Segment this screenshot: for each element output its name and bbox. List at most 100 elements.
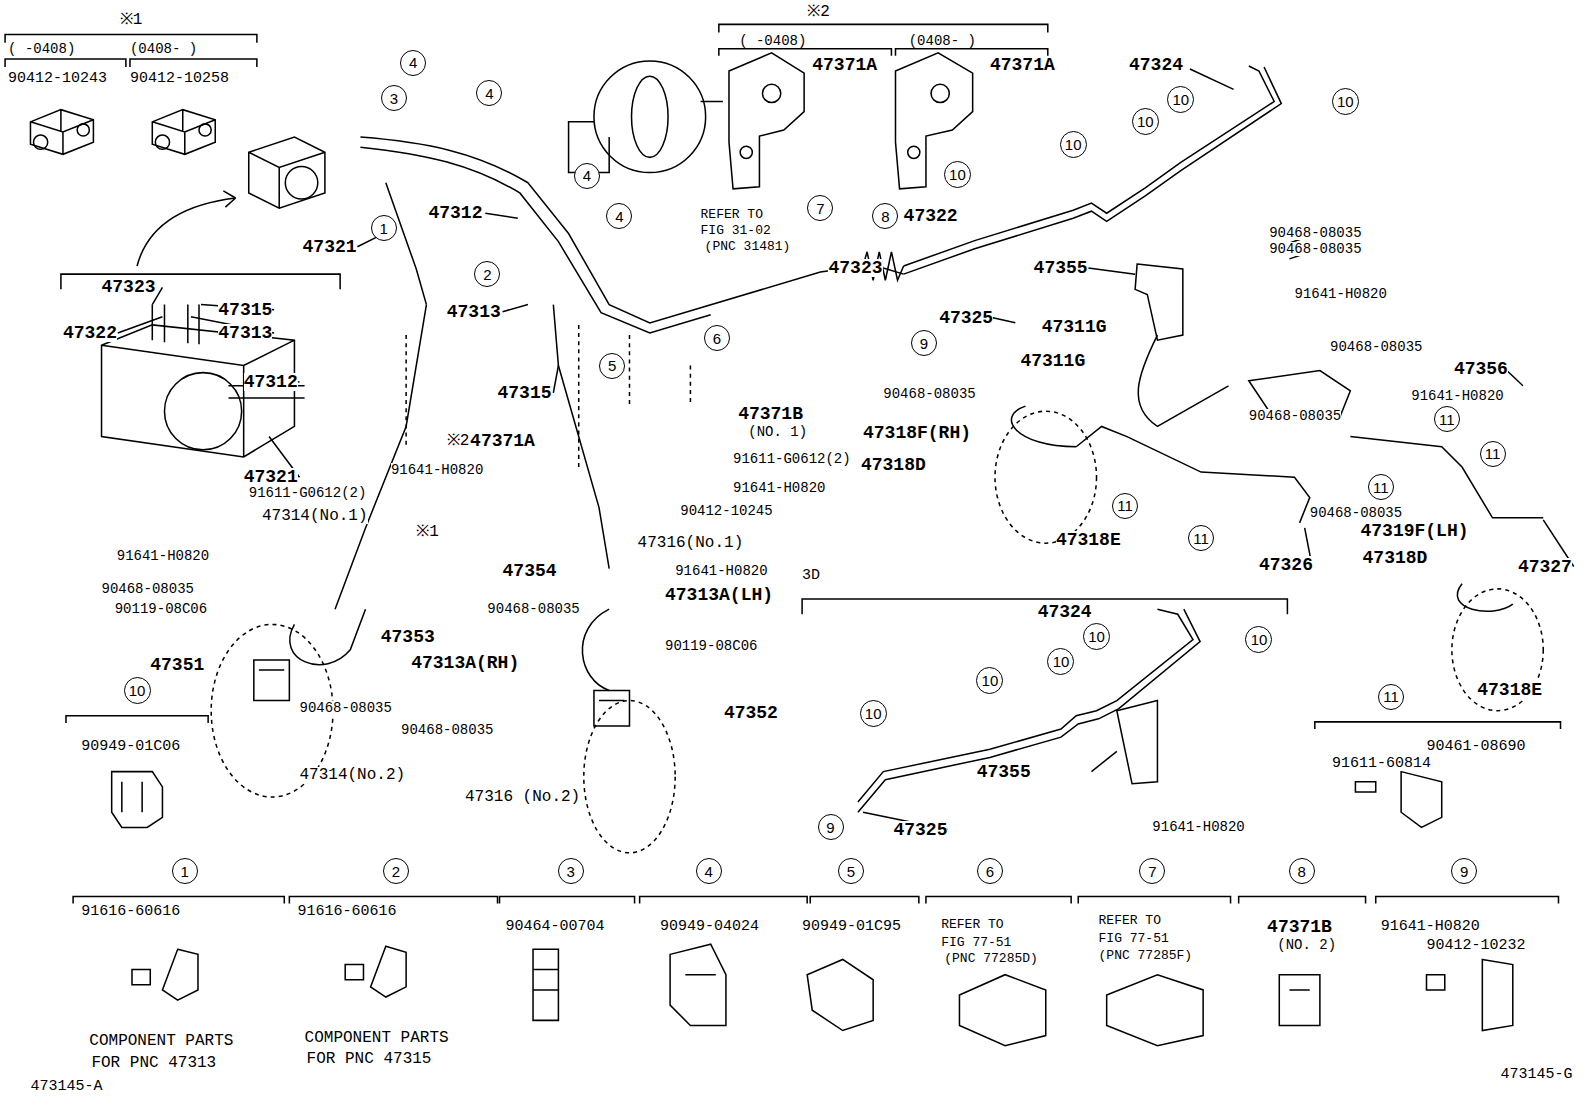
wheel-outline [584, 701, 675, 853]
part-label: ※2 [807, 4, 830, 20]
callout-number: 10 [1172, 92, 1189, 107]
callout-number: 10 [865, 706, 882, 721]
part-label: 47371A [470, 432, 535, 450]
brake-tube [904, 67, 1282, 274]
wheel-outline [211, 325, 1543, 853]
part-label: 47318D [1363, 549, 1428, 567]
callout-circle: 3 [558, 858, 584, 884]
part-label: 90468-08035 [1310, 506, 1402, 520]
actuator-drawing [223, 191, 235, 207]
part-label: COMPONENT PARTS [305, 1030, 449, 1046]
actuator-drawing [102, 325, 295, 457]
part-label: 47327 [1518, 558, 1572, 576]
callout-number: 10 [1137, 114, 1154, 129]
callout-number: 2 [392, 864, 400, 879]
part-label: 91641-H0820 [117, 549, 209, 563]
valve-drawing [199, 124, 211, 136]
part-label: 47318E [1477, 681, 1542, 699]
clip-icon [112, 772, 1513, 1046]
callout-circle: 9 [911, 330, 937, 356]
callout-number: 3 [390, 91, 398, 106]
callout-number: 9 [1460, 864, 1468, 879]
part-label: (NO. 1) [748, 425, 807, 439]
leader-line [485, 213, 517, 218]
bracket-line [5, 24, 1560, 903]
leader-line [118, 69, 1574, 829]
part-label: 90468-08035 [1249, 409, 1341, 423]
part-label: 90412-10232 [1427, 938, 1526, 953]
part-label: 47313A(RH) [411, 654, 519, 672]
callout-number: 4 [615, 209, 623, 224]
part-label: 90412-10243 [8, 71, 107, 86]
bracket-drawing [895, 53, 972, 189]
part-label: REFER TO [941, 918, 1003, 931]
part-label: 90468-08035 [1330, 340, 1422, 354]
part-label: 90468-08035 [487, 602, 579, 616]
part-label: 91641-H0820 [1411, 389, 1503, 403]
callout-number: 2 [483, 267, 491, 282]
callout-circle: 7 [807, 195, 833, 221]
booster-drawing [632, 76, 669, 157]
part-label: 90468-08035 [1269, 226, 1361, 240]
callout-circle: 10 [1060, 131, 1087, 158]
part-label: REFER TO [1099, 914, 1161, 927]
caliper-drawing [1135, 264, 1183, 340]
callout-number: 5 [847, 864, 855, 879]
callout-circle: 11 [1188, 525, 1214, 551]
callout-circle: 10 [1083, 623, 1110, 650]
callout-circle: 10 [1132, 108, 1159, 135]
part-label: 91616-60616 [297, 904, 396, 919]
rear-tube [858, 609, 1200, 812]
part-label: 47314(No.1) [262, 508, 368, 524]
brake-tube [335, 66, 1281, 609]
leader-line [357, 237, 377, 247]
illustration [5, 24, 1574, 1045]
callout-number: 10 [1088, 629, 1105, 644]
callout-number: 7 [816, 201, 824, 216]
part-label: 90119-08C06 [665, 639, 757, 653]
callout-circle: 10 [1245, 626, 1272, 653]
callout-circle: 6 [704, 325, 730, 351]
callout-number: 11 [1439, 412, 1455, 427]
callout-circle: 11 [1368, 474, 1394, 500]
callout-circle: 10 [124, 677, 151, 704]
callout-number: 6 [713, 331, 721, 346]
clip-icon [1355, 782, 1375, 792]
part-label: FIG 77-51 [941, 936, 1011, 949]
callout-number: 10 [1337, 94, 1354, 109]
callout-circle: 10 [1332, 88, 1359, 115]
brake-tube [360, 147, 710, 333]
callout-number: 6 [986, 864, 994, 879]
part-label: ※1 [416, 524, 439, 540]
wheel-outline [1452, 589, 1543, 711]
brake-tube [386, 183, 609, 569]
callout-number: 7 [1148, 864, 1156, 879]
part-label: (PNC 77285F) [1099, 949, 1193, 962]
clip-icon [533, 949, 558, 1020]
callout-number: 10 [1251, 632, 1268, 647]
part-label: 47324 [1038, 603, 1092, 621]
callout-number: 4 [583, 168, 591, 183]
actuator-drawing [249, 137, 325, 208]
leader-line [883, 268, 903, 274]
part-label: 47371A [812, 56, 877, 74]
rear-tube [858, 609, 1193, 802]
part-label: 47313A(LH) [665, 586, 773, 604]
leader-line [553, 366, 558, 393]
leader-line [503, 305, 528, 312]
part-label: (NO. 2) [1277, 938, 1336, 952]
part-label: 90464-00704 [506, 919, 605, 934]
brake-tube [335, 305, 426, 610]
part-label: FIG 77-51 [1099, 932, 1169, 945]
part-label: 47316 (No.2) [465, 789, 580, 805]
part-label: REFER TO [701, 208, 763, 221]
clip-icon [1401, 772, 1442, 828]
callout-number: 10 [129, 683, 146, 698]
part-label: 47318E [1056, 531, 1121, 549]
part-label: 91641-H0820 [1381, 919, 1480, 934]
part-label: 47312 [244, 373, 298, 391]
callout-circle: 6 [977, 858, 1003, 884]
valve-drawing [30, 110, 93, 155]
callout-circle: 10 [944, 161, 971, 188]
bracket-line [719, 24, 1048, 55]
